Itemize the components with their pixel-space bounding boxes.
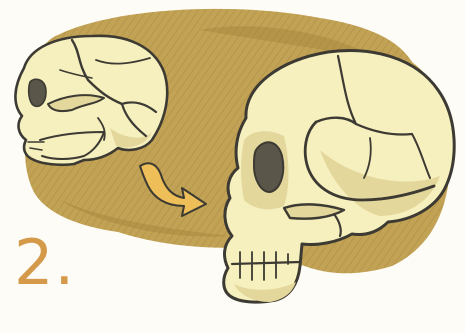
step-number-label: 2. xyxy=(14,232,75,294)
small-skull xyxy=(15,36,167,165)
